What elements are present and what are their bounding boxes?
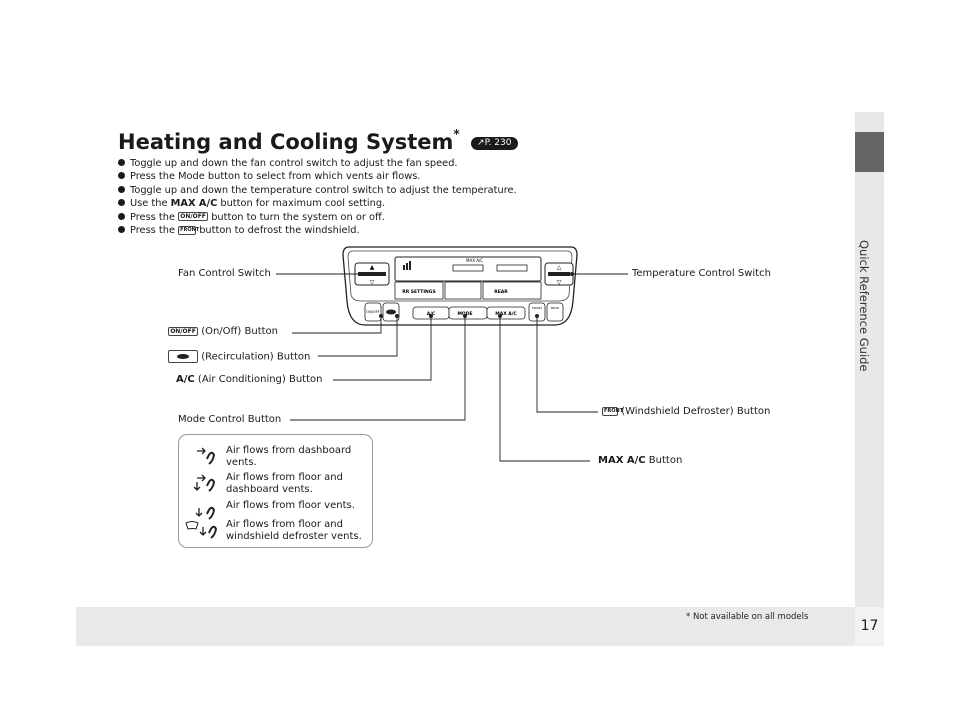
bullet-text: button for maximum cool setting. <box>217 198 386 210</box>
footnote: * Not available on all models <box>686 612 809 622</box>
side-label-box: Quick Reference Guide <box>857 240 881 440</box>
rear-label: REAR <box>494 289 508 295</box>
side-tab-marker <box>855 132 884 172</box>
side-label: Quick Reference Guide <box>857 240 871 372</box>
display-screen: MAX A/C <box>394 256 542 282</box>
label-recirculation: (Recirculation) Button <box>168 350 310 363</box>
svg-text:▲: ▲ <box>370 264 375 271</box>
list-item: Press the FRONT button to defrost the wi… <box>118 224 517 237</box>
bullet-text: Press the Mode button to select from whi… <box>130 171 421 183</box>
title-asterisk: * <box>453 127 460 141</box>
legend-text: Air flows from floor and dashboard vents… <box>226 472 343 495</box>
bullet-icon <box>118 226 125 234</box>
airflow-legend: Air flows from dashboard vents. Air flow… <box>178 434 373 548</box>
rr-settings-button[interactable]: RR SETTINGS <box>394 281 444 300</box>
bullet-text: Use the <box>130 198 171 210</box>
label-fan-control: Fan Control Switch <box>178 268 271 279</box>
bullet-icon <box>118 185 125 193</box>
ac-label: A/C <box>427 311 436 317</box>
label-max-ac-bold: MAX A/C <box>598 455 646 466</box>
title-text: Heating and Cooling System <box>118 130 454 154</box>
page-number: 17 <box>855 607 884 646</box>
ref-text: P. 230 <box>484 137 512 148</box>
legend-text: Air flows from floor and windshield defr… <box>226 519 362 542</box>
bullet-text: Press the <box>130 225 179 237</box>
label-max-ac: MAX A/C Button <box>598 455 682 466</box>
bullet-text: button to defrost the windshield. <box>196 225 360 237</box>
label-on-off-text: (On/Off) Button <box>201 326 279 337</box>
blank-button[interactable] <box>444 281 482 300</box>
label-temp-control: Temperature Control Switch <box>632 268 771 279</box>
bullet-text: Toggle up and down the temperature contr… <box>130 184 517 196</box>
label-ac-text: (Air Conditioning) Button <box>194 374 323 385</box>
bullet-icon <box>118 199 125 207</box>
front-label: FRONT <box>532 306 542 310</box>
label-on-off: ON/OFF (On/Off) Button <box>168 326 278 337</box>
floor-defroster-vents-icon <box>185 521 218 539</box>
bullet-icon <box>118 212 125 220</box>
floor-vents-icon <box>195 506 216 520</box>
bullet-text: button to turn the system on or off. <box>208 211 385 223</box>
label-defroster-text: (Windshield Defroster) Button <box>621 406 771 417</box>
label-defroster: FRONT (Windshield Defroster) Button <box>602 406 770 417</box>
list-item: Toggle up and down the fan control switc… <box>118 157 517 170</box>
legend-text: Air flows from floor vents. <box>226 500 355 511</box>
recirculation-icon <box>168 350 198 363</box>
temperature-control-switch[interactable]: △ ▽ <box>544 262 574 286</box>
list-item: Toggle up and down the temperature contr… <box>118 184 517 197</box>
side-tab <box>855 112 884 646</box>
list-item: Press the Mode button to select from whi… <box>118 170 517 183</box>
rr-settings-label: RR SETTINGS <box>402 289 435 295</box>
label-ac: A/C (Air Conditioning) Button <box>176 374 322 385</box>
recirculation-button[interactable] <box>382 302 400 322</box>
list-item: Use the MAX A/C button for maximum cool … <box>118 197 517 210</box>
on-off-button[interactable]: ON/OFF <box>364 302 382 322</box>
bullet-icon <box>118 159 125 166</box>
climate-control-panel: ▲ ▽ △ ▽ MAX A/C RR SETTINGS REAR ON/OFF … <box>342 246 578 326</box>
legend-text: Air flows from dashboard vents. <box>226 445 352 468</box>
svg-text:▽: ▽ <box>557 279 562 286</box>
svg-text:▽: ▽ <box>370 279 375 286</box>
floor-dashboard-vents-icon <box>193 474 216 492</box>
rear-button[interactable]: REAR <box>482 281 542 300</box>
ref-arrow-icon: ↗ <box>477 137 485 148</box>
footer-band <box>76 607 855 646</box>
max-ac-label: MAX A/C <box>495 311 517 317</box>
page-ref-link[interactable]: ↗P. 230 <box>471 136 518 150</box>
label-ac-bold: A/C <box>176 374 195 385</box>
label-max-ac-text: Button <box>645 455 683 466</box>
svg-text:△: △ <box>557 264 562 271</box>
label-mode-control: Mode Control Button <box>178 414 282 425</box>
display-max-ac-text: MAX A/C <box>466 258 483 263</box>
instruction-list: Toggle up and down the fan control switc… <box>118 157 517 237</box>
rear-defrost-label: REAR <box>551 306 559 310</box>
on-off-icon: ON/OFF <box>178 212 209 222</box>
bullet-text: Press the <box>130 211 179 223</box>
bullet-text: Toggle up and down the fan control switc… <box>130 158 458 169</box>
bullet-icon <box>118 172 125 180</box>
front-defrost-icon: FRONT <box>602 406 624 416</box>
front-defroster-button[interactable]: FRONT <box>528 302 546 322</box>
page-title: Heating and Cooling System* ↗P. 230 <box>118 127 518 154</box>
label-recirculation-text: (Recirculation) Button <box>201 351 311 363</box>
max-ac-button[interactable]: MAX A/C <box>486 306 526 320</box>
front-defrost-icon: FRONT <box>178 225 200 235</box>
list-item: Press the ON/OFF button to turn the syst… <box>118 211 517 224</box>
dashboard-vents-icon <box>197 447 216 465</box>
on-off-label: ON/OFF <box>366 310 379 314</box>
manual-page <box>76 112 884 646</box>
bullet-bold: MAX A/C <box>170 198 218 210</box>
rear-defroster-button[interactable]: REAR <box>546 302 564 322</box>
on-off-icon: ON/OFF <box>168 326 198 336</box>
